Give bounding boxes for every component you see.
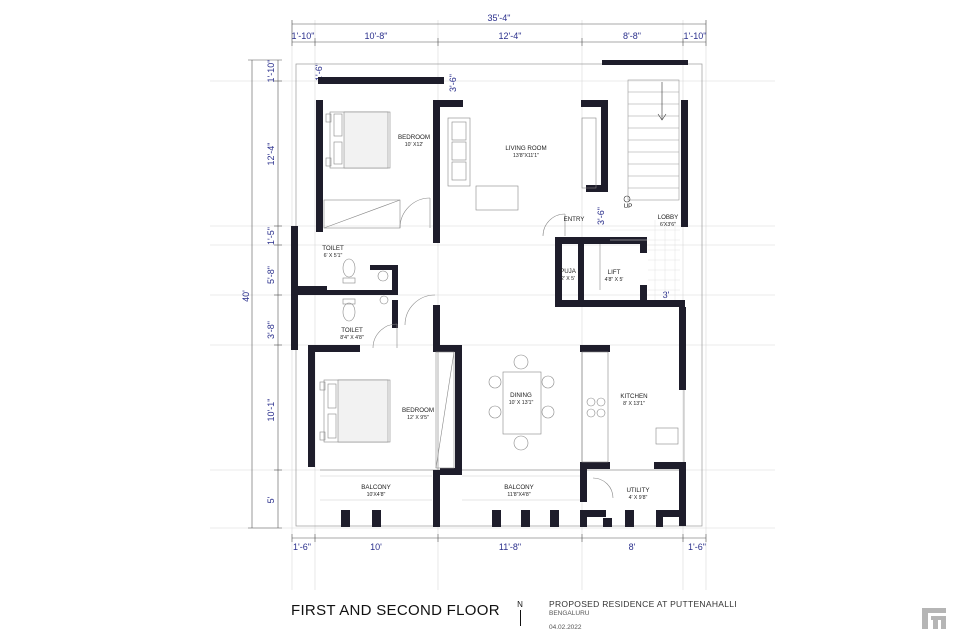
dim-bottom-3: 11'-8" xyxy=(499,542,521,552)
dimension-lines-top xyxy=(291,20,707,46)
size-balcony-1: 10'X4'8" xyxy=(367,492,386,498)
dim-bottom-5: 1'-6" xyxy=(688,542,706,552)
label-utility: UTILITY xyxy=(626,487,649,494)
label-bedroom-2: BEDROOM xyxy=(402,407,434,414)
lobby-floor-pattern xyxy=(610,220,680,300)
dim-top-5: 1'-10" xyxy=(684,31,707,41)
size-lift: 4'8" X 5' xyxy=(605,277,624,283)
label-lift: LIFT xyxy=(608,269,621,276)
drawing-title: FIRST AND SECOND FLOOR xyxy=(291,602,500,619)
size-dining: 10' X 13'1" xyxy=(509,400,534,406)
dim-inner-2: 3'-6" xyxy=(448,74,458,92)
north-arrow-icon xyxy=(519,610,521,626)
label-kitchen: KITCHEN xyxy=(620,393,647,400)
size-bedroom-2: 12' X 9'5" xyxy=(407,415,429,421)
dim-left-2: 12'-4" xyxy=(266,143,276,166)
balcony-hatch xyxy=(320,475,580,501)
label-balcony-1: BALCONY xyxy=(361,484,391,491)
furniture xyxy=(319,111,685,499)
size-puja: 2' X 5' xyxy=(561,276,575,282)
north-label: N xyxy=(517,600,523,609)
project-date: 04.02.2022 xyxy=(549,624,582,631)
label-entry: ENTRY xyxy=(564,216,585,223)
size-utility: 4' X 9'8" xyxy=(629,495,648,501)
label-dining: DINING xyxy=(510,392,532,399)
label-bedroom-1: BEDROOM xyxy=(398,134,430,141)
size-kitchen: 8' X 13'1" xyxy=(623,401,645,407)
size-bedroom-1: 10' X12' xyxy=(405,142,423,148)
dim-top-1: 1'-10" xyxy=(292,31,315,41)
size-toilet-2: 8'4" X 4'8" xyxy=(340,335,364,341)
size-toilet-1: 6' X 5'1" xyxy=(324,253,343,259)
firm-logo-icon xyxy=(922,608,946,629)
dim-left-4: 5'-8" xyxy=(266,266,276,284)
dim-left-1: 1'-10" xyxy=(266,60,276,83)
dim-overall-depth: 40' xyxy=(241,290,251,302)
dim-overall-width: 35'-4" xyxy=(488,13,511,23)
dimension-lines-left xyxy=(248,59,282,529)
staircase xyxy=(623,79,680,203)
label-toilet-2: TOILET xyxy=(341,327,363,334)
dim-left-6: 10'-1" xyxy=(266,399,276,422)
label-toilet-1: TOILET xyxy=(322,245,344,252)
dim-top-3: 12'-4" xyxy=(499,31,522,41)
label-balcony-2: BALCONY xyxy=(504,484,534,491)
dim-bottom-4: 8' xyxy=(629,542,636,552)
dim-inner-4: 3' xyxy=(663,290,670,300)
north-arrow: N xyxy=(513,600,527,626)
project-location: BENGALURU xyxy=(549,610,590,617)
dim-left-7: 5' xyxy=(266,496,276,503)
project-title: PROPOSED RESIDENCE AT PUTTENAHALLI xyxy=(549,599,737,609)
dimension-lines-bottom xyxy=(291,534,707,542)
dim-top-2: 10'-8" xyxy=(365,31,388,41)
dim-left-5: 3'-8" xyxy=(266,321,276,339)
dim-inner-1: 1'-6" xyxy=(314,63,324,81)
size-lobby: 6'X3'6" xyxy=(660,222,676,228)
label-lobby: LOBBY xyxy=(658,214,679,221)
size-living-room: 13'8"X11'1" xyxy=(513,153,539,159)
dim-left-3: 1'-5" xyxy=(266,227,276,245)
label-up: UP xyxy=(624,203,633,210)
label-living-room: LIVING ROOM xyxy=(505,145,546,152)
dim-top-4: 8'-8" xyxy=(623,31,641,41)
walls xyxy=(291,60,688,527)
label-puja: PUJA xyxy=(560,268,577,275)
dim-inner-3: 3'-6" xyxy=(596,207,606,225)
size-balcony-2: 11'8"X4'8" xyxy=(507,492,530,498)
dim-bottom-2: 10' xyxy=(370,542,382,552)
dim-bottom-1: 1'-6" xyxy=(293,542,311,552)
